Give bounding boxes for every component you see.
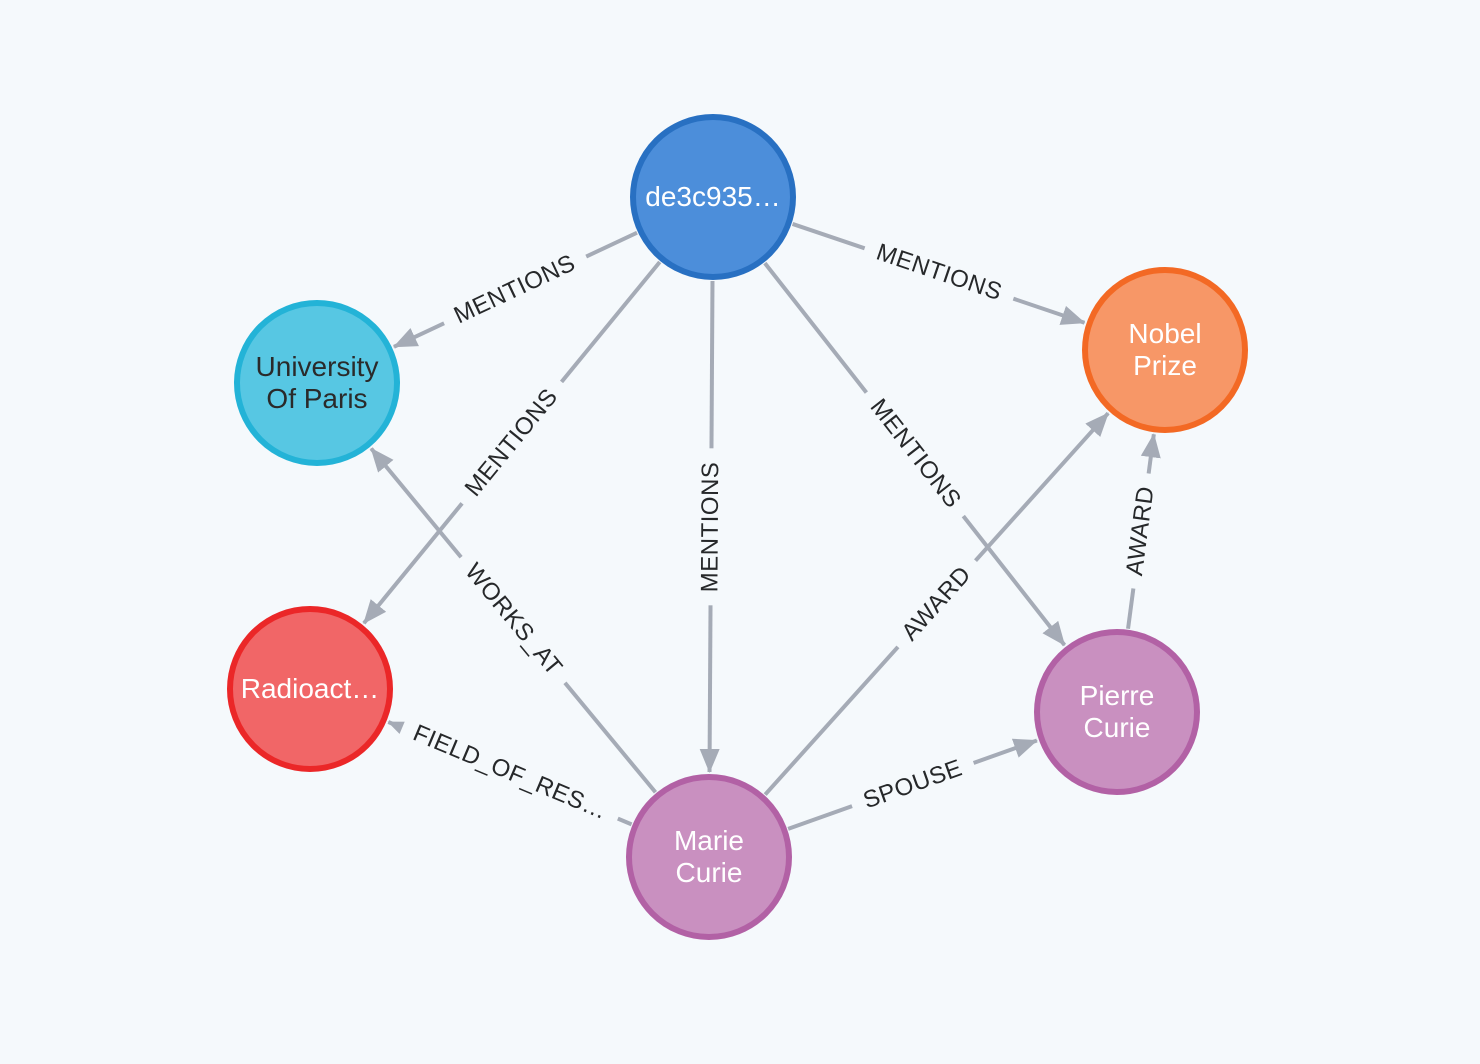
node-label: Pierre Curie [1079,680,1155,743]
node-label: de3c935… [645,181,781,213]
node-label: Radioact… [240,673,380,705]
graph-node-pierre-curie[interactable]: Pierre Curie [1034,629,1200,795]
node-label: University Of Paris [255,351,379,414]
graph-node-marie-curie[interactable]: Marie Curie [626,774,792,940]
node-label: Marie Curie [673,825,744,888]
node-label: Nobel Prize [1128,318,1202,381]
graph-node-document[interactable]: de3c935… [630,114,796,280]
graph-node-radioactivity[interactable]: Radioact… [227,606,393,772]
graph-node-university-of-paris[interactable]: University Of Paris [234,300,400,466]
graph-node-nobel-prize[interactable]: Nobel Prize [1082,267,1248,433]
relationship-label-mentions[interactable]: MENTIONS [695,448,727,605]
